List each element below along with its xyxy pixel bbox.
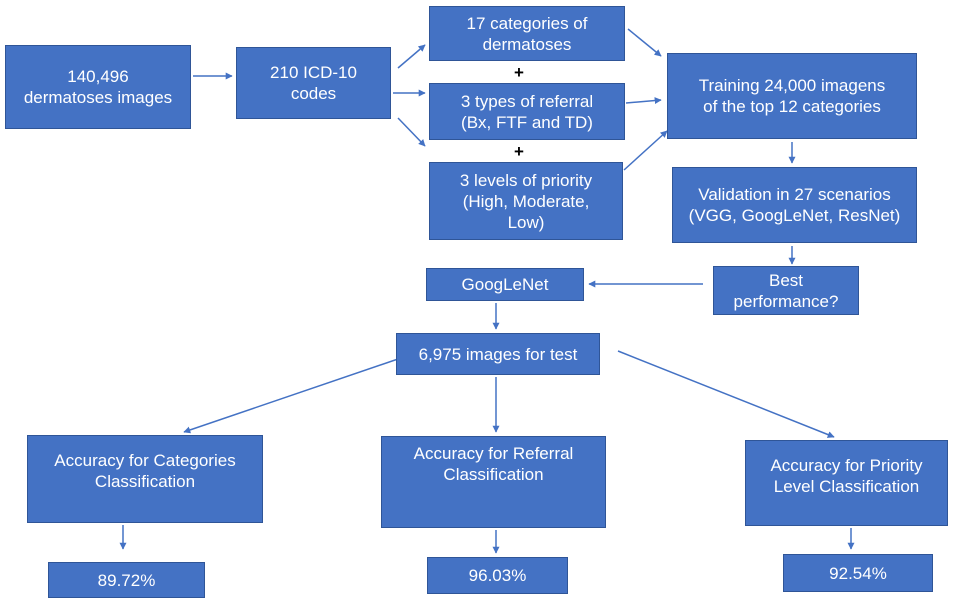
arrow-icd-to-priority bbox=[397, 117, 426, 147]
node-googlenet-line-1: GoogLeNet bbox=[461, 275, 549, 294]
node-acc-referral-line-1: Accuracy for Referral bbox=[413, 444, 574, 463]
node-referral-line-2: (Bx, FTF and TD) bbox=[461, 112, 593, 132]
arrow-referral-to-training bbox=[625, 97, 662, 105]
node-training: Training 24,000 imagens of the top 12 ca… bbox=[667, 53, 917, 139]
node-best-line-2: performance? bbox=[733, 291, 839, 311]
arrow-categories-to-training bbox=[627, 28, 662, 57]
arrow-priority-to-training bbox=[623, 130, 668, 171]
node-result-categories-value: 89.72% bbox=[97, 570, 156, 590]
node-best-performance: Best performance? bbox=[713, 266, 859, 315]
node-googlenet: GoogLeNet bbox=[426, 268, 584, 301]
node-validation-line-2: (VGG, GoogLeNet, ResNet) bbox=[688, 206, 901, 225]
node-priority-line-2: (High, Moderate, bbox=[462, 191, 590, 211]
node-result-priority-value: 92.54% bbox=[829, 563, 887, 583]
node-acc-categories: Accuracy for Categories Classification bbox=[27, 435, 263, 523]
node-priority-line-1: 3 levels of priority bbox=[459, 170, 593, 190]
node-result-priority: 92.54% bbox=[783, 554, 933, 592]
node-test: 6,975 images for test bbox=[396, 333, 600, 375]
node-result-referral: 96.03% bbox=[427, 557, 568, 594]
arrow-icd-to-categories bbox=[397, 44, 426, 69]
node-validation-line-1: Validation in 27 scenarios bbox=[698, 185, 891, 204]
node-icd-line-2: codes bbox=[290, 84, 337, 103]
arrow-test-to-acc-categories bbox=[183, 358, 399, 434]
node-categories-line-2: dermatoses bbox=[482, 34, 572, 54]
plus-sign-1: + bbox=[514, 63, 524, 82]
node-acc-priority-line-1: Accuracy for Priority bbox=[770, 456, 923, 475]
node-validation: Validation in 27 scenarios (VGG, GoogLeN… bbox=[672, 167, 917, 243]
node-acc-referral-line-2: Classification bbox=[443, 465, 544, 484]
node-acc-categories-line-2: Classification bbox=[94, 472, 196, 491]
arrow-test-to-acc-priority bbox=[617, 350, 835, 438]
node-referral-line-1: 3 types of referral bbox=[460, 91, 594, 111]
node-acc-priority: Accuracy for Priority Level Classificati… bbox=[745, 440, 948, 526]
node-training-line-2: of the top 12 categories bbox=[703, 97, 881, 116]
node-test-line-1: 6,975 images for test bbox=[418, 344, 578, 364]
node-training-line-1: Training 24,000 imagens bbox=[698, 76, 886, 95]
node-acc-categories-line-1: Accuracy for Categories bbox=[54, 451, 236, 470]
node-categories: 17 categories of dermatoses bbox=[429, 6, 625, 61]
node-best-line-1: Best bbox=[768, 270, 804, 290]
node-images: 140,496 dermatoses images bbox=[5, 45, 191, 129]
node-result-categories: 89.72% bbox=[48, 562, 205, 598]
node-referral: 3 types of referral (Bx, FTF and TD) bbox=[429, 83, 625, 140]
node-icd-line-1: 210 ICD-10 bbox=[270, 63, 357, 82]
node-priority-line-3: Low) bbox=[507, 212, 545, 232]
node-images-line-2: dermatoses images bbox=[23, 88, 173, 107]
node-acc-priority-line-2: Level Classification bbox=[773, 477, 920, 496]
node-acc-referral: Accuracy for Referral Classification bbox=[381, 436, 606, 528]
node-images-line-1: 140,496 bbox=[67, 67, 129, 86]
node-priority: 3 levels of priority (High, Moderate, Lo… bbox=[429, 162, 623, 240]
node-result-referral-value: 96.03% bbox=[468, 566, 527, 585]
node-icd: 210 ICD-10 codes bbox=[236, 47, 391, 119]
node-categories-line-1: 17 categories of bbox=[466, 13, 588, 33]
plus-sign-2: + bbox=[514, 142, 524, 161]
